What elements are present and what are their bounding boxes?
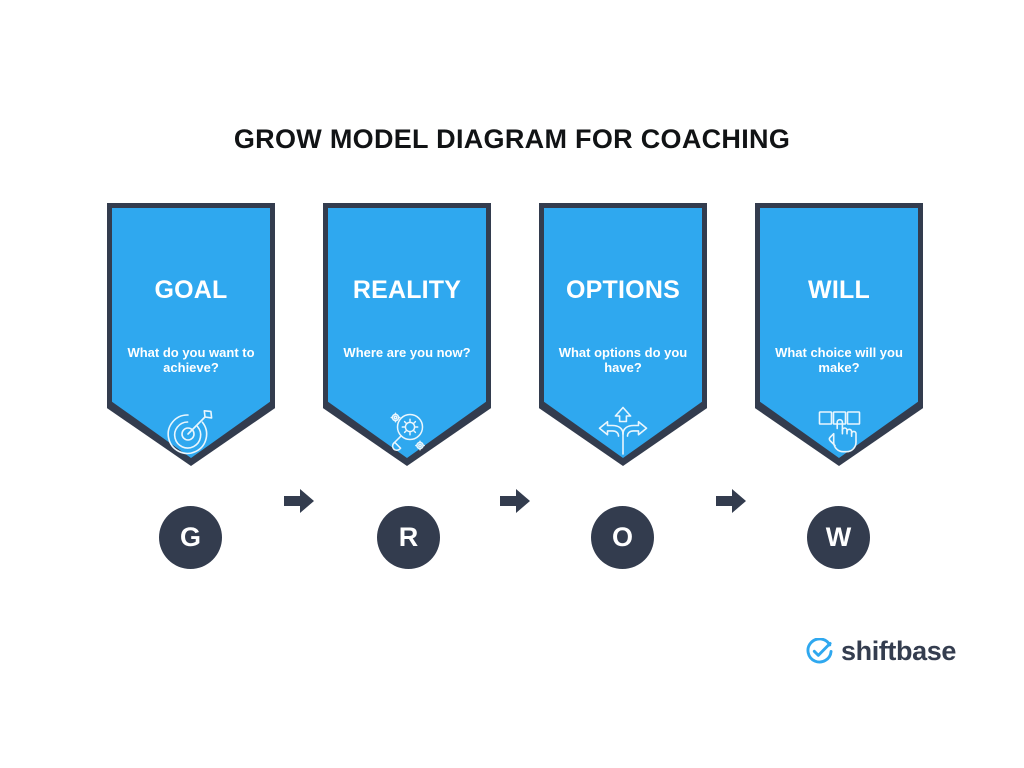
brand-name: shiftbase [841,635,956,666]
banner-fill-goal [112,208,270,458]
arrow-goal-to-reality [283,488,315,514]
banner-fill-reality [328,208,486,458]
stage-letter-r: R [377,506,440,569]
arrow-reality-to-options [499,488,531,514]
banner-fill-will [760,208,918,458]
stage-will[interactable]: WILL What choice will you make? [755,203,923,471]
banner-shape-will [755,203,923,466]
grow-stages-row: GOAL What do you want to achieve? [0,203,1024,513]
check-circle-icon [806,637,833,663]
banner-shape-options [539,203,707,466]
stage-goal[interactable]: GOAL What do you want to achieve? [107,203,275,471]
stage-letter-w: W [807,506,870,569]
brand-logo: shiftbase [806,635,956,667]
banner-fill-options [544,208,702,458]
stage-letter-g: G [159,506,222,569]
banner-shape-goal [107,203,275,466]
page-title: GROW MODEL DIAGRAM FOR COACHING [233,124,791,154]
stage-options[interactable]: OPTIONS What options do you have? [539,203,707,471]
arrow-options-to-will [715,488,747,514]
stage-reality[interactable]: REALITY Where are you now? [323,203,491,471]
stage-letter-o: O [591,506,654,569]
banner-shape-reality [323,203,491,466]
